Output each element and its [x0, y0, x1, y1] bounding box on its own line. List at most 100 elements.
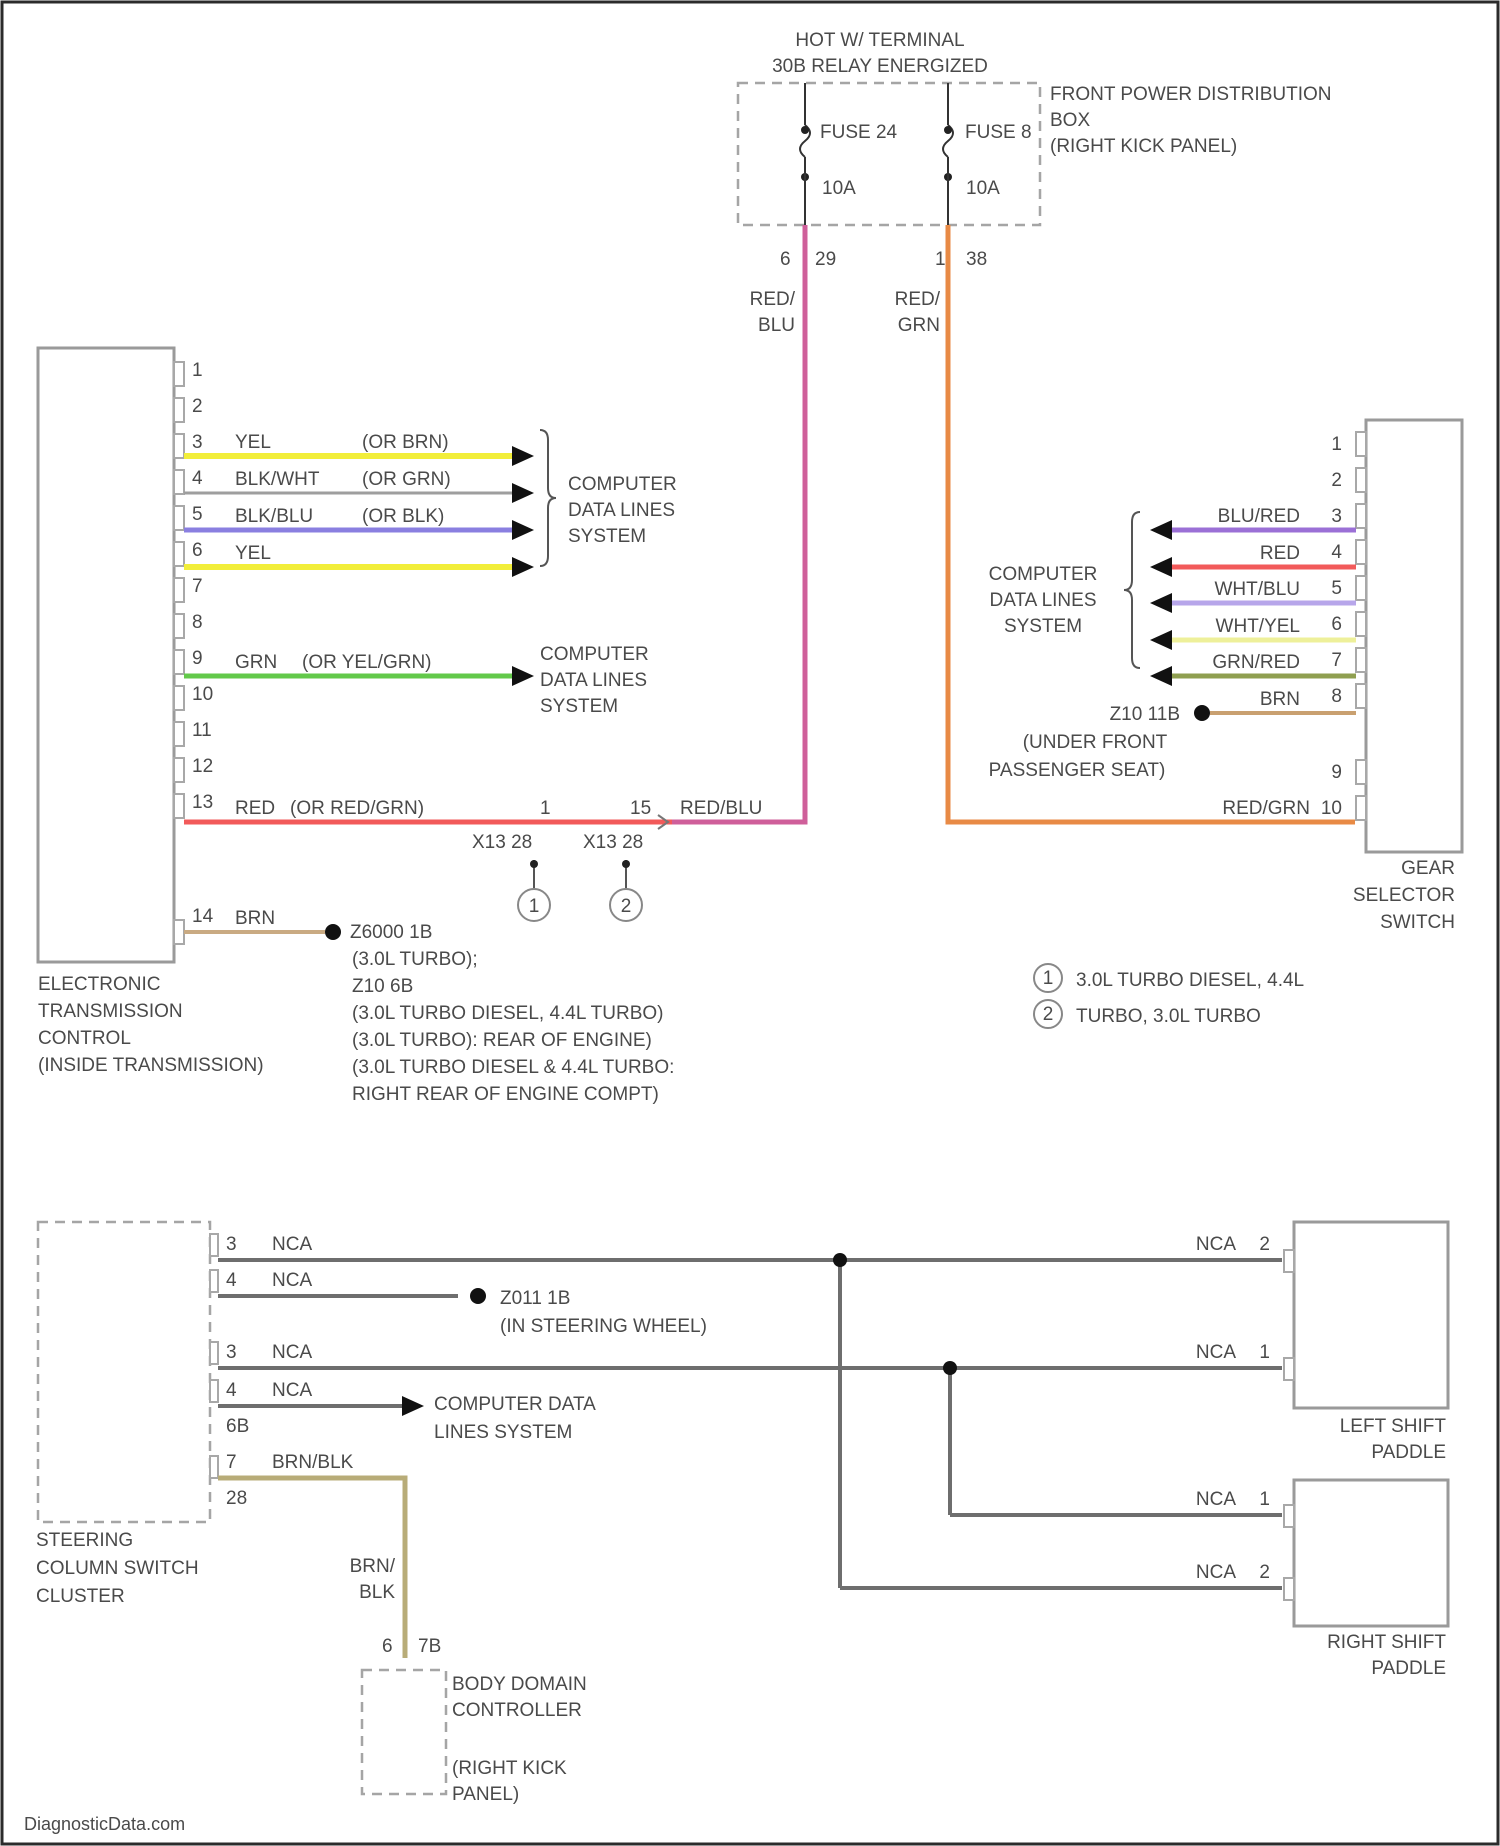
steering-wire-c-label: NCA [272, 1342, 312, 1363]
gear-pin-10: 10 [1321, 798, 1342, 819]
steering-ground-1: Z011 1B [500, 1288, 570, 1309]
terminal-label-line2: 30B RELAY ENERGIZED [772, 56, 988, 77]
tcm-ground-1: Z6000 1B [350, 922, 432, 943]
fuse-b-name: FUSE 8 [965, 122, 1032, 143]
splice-a-pin: 1 [540, 798, 551, 819]
tcm-wire-6-color: YEL [235, 543, 271, 564]
tcm-label-line1: ELECTRONIC [38, 974, 160, 995]
gear-pin-7: 7 [1331, 650, 1342, 671]
splice-a-label: X13 28 [472, 832, 532, 853]
left-paddle-pin-1: 1 [1259, 1342, 1270, 1363]
steering-wire-a-label: NCA [272, 1234, 312, 1255]
steering-pin-d-connector: 6B [226, 1416, 249, 1437]
legend-note-1-text: 3.0L TURBO DIESEL, 4.4L [1076, 970, 1304, 991]
wire-a-color-line2: BLU [758, 315, 795, 336]
gear-ground-icon [1194, 705, 1210, 721]
gear-pin-9: 9 [1331, 762, 1342, 783]
tcm-wire-9-color: GRN [235, 652, 277, 673]
tcm-pin-14: 14 [192, 906, 214, 927]
wire-a-color-line1: RED/ [750, 289, 796, 310]
tcm-wire-14-color: BRN [235, 908, 275, 929]
steering-wire-b-label: NCA [272, 1270, 312, 1291]
terminal-label-line1: HOT W/ TERMINAL [795, 30, 964, 51]
tcm-pin-12: 12 [192, 756, 213, 777]
fuse-a-connector: 29 [815, 249, 836, 270]
legend-note-2-text: TURBO, 3.0L TURBO [1076, 1006, 1261, 1027]
tcm-wire-5-color: BLK/BLU [235, 506, 313, 527]
tcm-data-lines-label-1: COMPUTER [568, 474, 677, 495]
arrow-icon [512, 520, 534, 540]
bdc-connector: 7B [418, 1636, 441, 1657]
fuse-box [738, 83, 1040, 225]
tcm-wire-9-alt: (OR YEL/GRN) [302, 652, 432, 673]
footer-watermark: DiagnosticData.com [24, 1814, 185, 1834]
splice-a-note: 1 [529, 896, 540, 917]
fuse-b-connector: 38 [966, 249, 987, 270]
steering-pin-d: 4 [226, 1380, 237, 1401]
arrow-icon [1150, 557, 1172, 577]
steering-data-line2: LINES SYSTEM [434, 1422, 572, 1443]
wire-b-color-line2: GRN [898, 315, 940, 336]
wire-b-color-line1: RED/ [895, 289, 941, 310]
tcm-pin-6: 6 [192, 540, 203, 561]
tcm-wire-5-alt: (OR BLK) [362, 506, 444, 527]
tcm-data-lines-label-2: DATA LINES [568, 500, 675, 521]
tcm-data-lines-brace [540, 430, 556, 566]
gear-label-line2: SELECTOR [1353, 885, 1455, 906]
tcm-pin-3: 3 [192, 432, 203, 453]
right-shift-paddle-box [1294, 1480, 1448, 1626]
tcm-wire-13-color: RED [235, 798, 275, 819]
legend-note-2-marker: 2 [1043, 1004, 1054, 1025]
fuse-a [800, 83, 810, 225]
bdc-wire-color-line2: BLK [359, 1582, 395, 1603]
tcm-data-lines-2-label-1: COMPUTER [540, 644, 649, 665]
left-paddle-wire-1: NCA [1196, 1342, 1236, 1363]
tcm-pin-11: 11 [192, 720, 212, 741]
tcm-ground-7: RIGHT REAR OF ENGINE COMPT) [352, 1084, 659, 1105]
fuse-a-rating: 10A [822, 178, 856, 199]
tcm-pin-13: 13 [192, 792, 213, 813]
fuse-box-label-line2: BOX [1050, 110, 1090, 131]
gear-label-line3: SWITCH [1380, 912, 1455, 933]
steering-label-line1: STEERING [36, 1530, 133, 1551]
splice-dot-icon [833, 1253, 847, 1267]
gear-pin-1: 1 [1331, 434, 1342, 455]
tcm-ground-icon [325, 924, 341, 940]
arrow-icon [1150, 593, 1172, 613]
gear-data-lines-label-3: SYSTEM [1004, 616, 1082, 637]
right-paddle-label-line2: PADDLE [1371, 1658, 1446, 1679]
tcm-pin-5: 5 [192, 504, 203, 525]
left-paddle-wire-2: NCA [1196, 1234, 1236, 1255]
gear-ground-2: (UNDER FRONT [1023, 732, 1168, 753]
tcm-data-lines-label-3: SYSTEM [568, 526, 646, 547]
tcm-pin-2: 2 [192, 396, 203, 417]
gear-wire-8-color: BRN [1260, 689, 1300, 710]
bdc-label-line1: BODY DOMAIN [452, 1674, 587, 1695]
tcm-pin-8: 8 [192, 612, 203, 633]
tcm-ground-3: Z10 6B [352, 976, 413, 997]
arrow-icon [402, 1396, 424, 1416]
right-paddle-pin-2: 2 [1259, 1562, 1270, 1583]
gear-pin-6: 6 [1331, 614, 1342, 635]
steering-wire-d-label: NCA [272, 1380, 312, 1401]
gear-wire-4-color: RED [1260, 543, 1300, 564]
steering-pin-a: 3 [226, 1234, 237, 1255]
tcm-wire-13-alt: (OR RED/GRN) [290, 798, 424, 819]
tcm-wire-4-color: BLK/WHT [235, 469, 320, 490]
steering-pin-c: 3 [226, 1342, 237, 1363]
arrow-icon [512, 557, 534, 577]
gear-pin-8: 8 [1331, 686, 1342, 707]
bdc-label-line2: CONTROLLER [452, 1700, 582, 1721]
splice-wire-color: RED/BLU [680, 798, 762, 819]
left-paddle-pin-2: 2 [1259, 1234, 1270, 1255]
arrow-icon [1150, 630, 1172, 650]
fuse-b-pin: 1 [935, 249, 946, 270]
tcm-pin-1: 1 [192, 360, 203, 381]
right-paddle-wire-1: NCA [1196, 1489, 1236, 1510]
left-paddle-label-line1: LEFT SHIFT [1340, 1416, 1447, 1437]
gear-pin-4: 4 [1331, 542, 1342, 563]
fuse-box-label-line3: (RIGHT KICK PANEL) [1050, 136, 1237, 157]
tcm-ground-4: (3.0L TURBO DIESEL, 4.4L TURBO) [352, 1003, 664, 1024]
